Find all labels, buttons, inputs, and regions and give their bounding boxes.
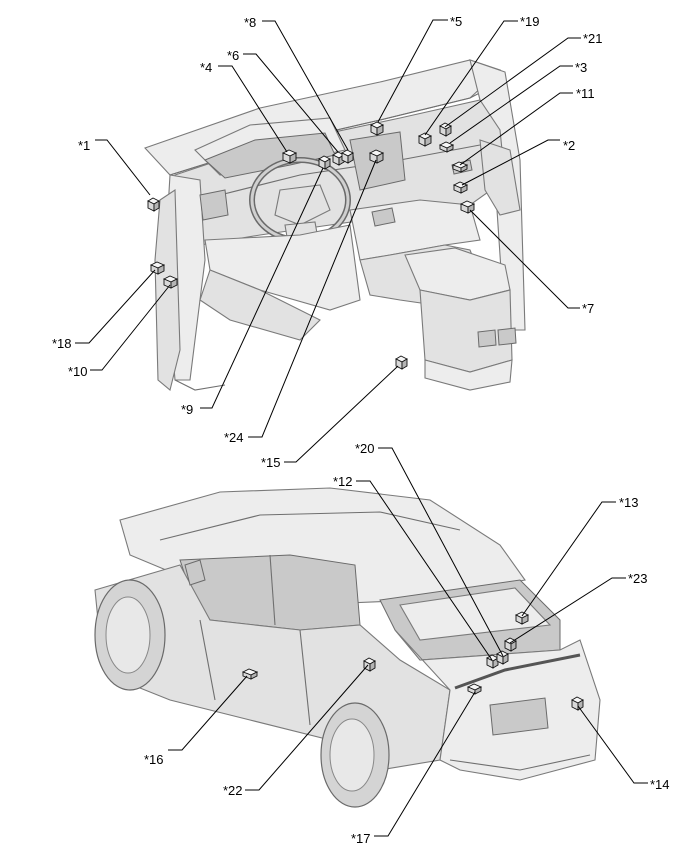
callout-15: *15 — [261, 455, 281, 470]
callout-1: *1 — [78, 138, 90, 153]
component-marker — [571, 696, 584, 711]
component-marker — [438, 141, 455, 153]
callout-13: *13 — [619, 495, 639, 510]
callout-22: *22 — [223, 783, 243, 798]
callout-7: *7 — [582, 301, 594, 316]
callout-5: *5 — [450, 14, 462, 29]
component-marker — [281, 149, 298, 164]
callout-9: *9 — [181, 402, 193, 417]
component-marker — [318, 155, 331, 170]
leader-lines — [75, 19, 648, 837]
callout-10: *10 — [68, 364, 88, 379]
vehicle-exterior-illustration — [94, 487, 601, 808]
component-marker — [514, 611, 530, 625]
component-marker — [504, 637, 517, 652]
callout-17: *17 — [351, 831, 371, 846]
component-marker — [241, 668, 259, 680]
callout-3: *3 — [575, 60, 587, 75]
callout-23: *23 — [628, 571, 648, 586]
component-marker — [439, 122, 452, 137]
component-marker — [452, 181, 469, 194]
component-marker — [369, 121, 385, 136]
component-marker — [486, 654, 499, 669]
callout-11: *11 — [576, 86, 595, 101]
component-marker — [147, 197, 160, 212]
callout-24: *24 — [224, 430, 244, 445]
callout-21: *21 — [583, 31, 603, 46]
component-marker — [162, 275, 179, 289]
callout-2: *2 — [563, 138, 575, 153]
component-marker — [496, 650, 509, 665]
callout-16: *16 — [144, 752, 164, 767]
callout-18: *18 — [52, 336, 72, 351]
callout-4: *4 — [200, 60, 212, 75]
callout-labels: *1 *2 *3 *4 *5 *6 *7 *8 *9 *10 *11 *12 *… — [52, 14, 670, 846]
component-marker — [341, 149, 354, 164]
callout-19: *19 — [520, 14, 540, 29]
callout-8: *8 — [244, 15, 256, 30]
component-marker — [368, 149, 385, 164]
component-marker — [395, 355, 408, 370]
callout-14: *14 — [650, 777, 670, 792]
component-marker — [459, 200, 476, 214]
callout-12: *12 — [333, 474, 353, 489]
vehicle-interior-illustration — [144, 59, 526, 391]
callout-6: *6 — [227, 48, 239, 63]
component-marker — [417, 132, 433, 147]
callout-20: *20 — [355, 441, 375, 456]
component-marker — [363, 657, 376, 672]
component-marker — [332, 151, 345, 166]
